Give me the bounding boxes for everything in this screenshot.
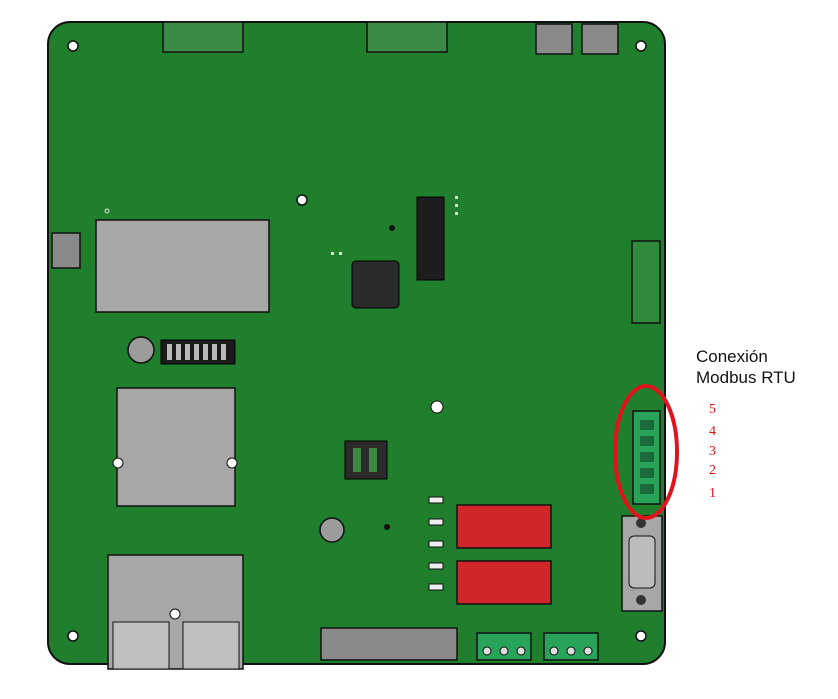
pin-label-5: 5 — [709, 402, 716, 417]
led-column — [428, 496, 444, 591]
annotation-title-line2: Modbus RTU — [696, 368, 796, 387]
top-block-b — [581, 23, 619, 55]
large-module — [95, 219, 270, 313]
bottom-terminal-b — [543, 632, 599, 661]
top-block-a — [535, 23, 573, 55]
left-gray-block — [51, 232, 81, 269]
relay-bottom — [456, 560, 552, 605]
pin-label-4: 4 — [709, 424, 716, 439]
pin-label-1: 1 — [709, 486, 716, 501]
bottom-connector — [320, 627, 458, 661]
top-connector-left — [162, 21, 244, 53]
modbus-highlight-ellipse — [613, 384, 679, 520]
ic-vertical — [416, 196, 445, 281]
inductor — [344, 440, 388, 480]
mounting-hole-icon — [67, 40, 647, 642]
pin-label-3: 3 — [709, 444, 716, 459]
right-connector — [631, 240, 661, 324]
relay-top — [456, 504, 552, 549]
main-chip — [351, 260, 400, 309]
pin-label-2: 2 — [709, 463, 716, 478]
card-holder — [116, 387, 236, 507]
bottom-terminal-a — [476, 632, 532, 661]
top-connector-center — [366, 21, 448, 53]
annotation-title-line1: Conexión — [696, 347, 768, 366]
